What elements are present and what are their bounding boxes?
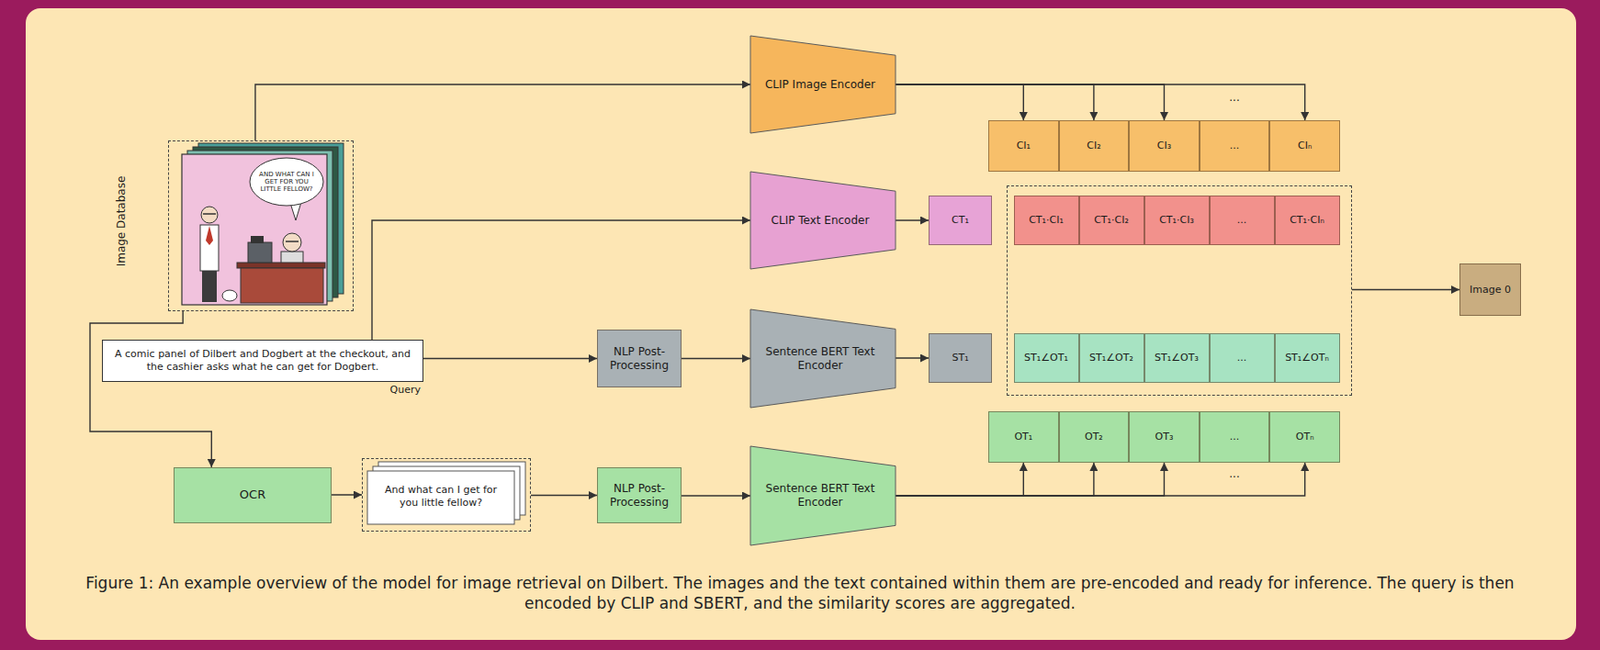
speech-bubble-text: AND WHAT CAN I GET FOR YOU LITTLE FELLOW… [259, 170, 315, 193]
comic-stack [181, 143, 344, 305]
flow-arrow [895, 84, 1306, 121]
embedding-cell: CIₙ [1269, 120, 1341, 172]
flow-arrow [681, 358, 751, 360]
node-text: NLP Post-Processing [597, 482, 681, 510]
node-heading: Query [390, 383, 421, 397]
encoder-trapezoid: CLIP Text Encoder [750, 171, 896, 270]
node-text: CLIP Text Encoder [771, 214, 870, 228]
node-text: Sentence BERT Text Encoder [763, 482, 878, 510]
node-text: CI₁ [1013, 139, 1035, 153]
node-text: CI₂ [1082, 139, 1105, 153]
embedding-cell: CI₂ [1059, 120, 1130, 172]
encoder-trapezoid: CLIP Image Encoder [750, 35, 896, 134]
node-text: ... [1226, 139, 1244, 153]
similarity-cell: CT₁·CIₙ [1274, 195, 1341, 246]
node-text: OT₂ [1081, 430, 1107, 444]
ocr-text-stack: And what can I get for you little fellow… [361, 458, 531, 532]
query-box: A comic panel of Dilbert and Dogbert at … [101, 339, 424, 383]
node-text: OT₃ [1151, 430, 1178, 444]
flow-arrow [895, 462, 1024, 496]
flow-arrow [371, 220, 751, 340]
node-text: A comic panel of Dilbert and Dogbert at … [110, 348, 416, 374]
flow-arrow [423, 358, 598, 360]
flow-arrow [895, 462, 1164, 496]
node-heading: Image Database [114, 176, 129, 268]
node-text: OT₁ [1010, 430, 1037, 444]
similarity-cell: CT₁·CI₂ [1079, 195, 1145, 246]
similarity-cell: ... [1209, 195, 1275, 246]
process-box: OCR [173, 467, 332, 524]
flow-arrow [895, 84, 1164, 121]
similarity-group: CT₁·CI₁ CT₁·CI₂ CT₁·CI₃... CT₁·CIₙST₁∠OT₁ ST… [1006, 185, 1353, 396]
embedding-cell: CI₁ [988, 120, 1060, 172]
figure-caption: Figure 1: An example overview of the mod… [55, 573, 1545, 614]
node-text: ST₁∠OT₃ [1150, 351, 1203, 365]
process-box: NLP Post-Processing [597, 329, 682, 388]
node-text: ... [1226, 430, 1244, 444]
result-box: Image 0 [1459, 263, 1522, 316]
ellipsis-label: ... [1216, 90, 1253, 104]
node-text: CLIP Image Encoder [765, 78, 876, 92]
embedding-cell: OT₁ [988, 411, 1060, 463]
embedding-cell: ... [1199, 120, 1271, 172]
embedding-cell: CT₁ [928, 195, 992, 246]
node-text: ST₁∠OTₙ [1281, 351, 1333, 365]
flow-arrow [895, 84, 1024, 121]
node-text: Image 0 [1465, 283, 1515, 297]
similarity-cell: ST₁∠OTₙ [1274, 333, 1341, 384]
embedding-cell: ... [1199, 411, 1271, 463]
node-text: CT₁·CI₁ [1025, 214, 1068, 227]
image-database-stack: Image Database [168, 140, 354, 312]
node-text: OTₙ [1292, 430, 1319, 444]
node-text: ... [1233, 214, 1251, 227]
ellipsis-label: ... [1216, 467, 1253, 481]
node-text: OCR [236, 487, 270, 503]
panel [25, 8, 1577, 641]
node-text: CT₁·CI₂ [1090, 214, 1133, 227]
node-text: CIₙ [1294, 139, 1316, 153]
flow-arrow [90, 311, 212, 468]
flow-arrow [895, 462, 1306, 496]
node-heading: And what can I get for you little fellow… [367, 470, 515, 524]
flow-arrow [331, 494, 362, 496]
comic-illustration [200, 157, 326, 304]
embedding-cell: CI₃ [1128, 120, 1200, 172]
node-text: CT₁·CI₃ [1155, 214, 1198, 227]
node-text: ST₁∠OT₂ [1085, 351, 1138, 365]
flow-arrow [895, 219, 929, 221]
node-text: NLP Post-Processing [597, 345, 681, 373]
process-box: NLP Post-Processing [597, 467, 682, 524]
node-text: CT₁·CIₙ [1285, 214, 1329, 227]
similarity-cell: ST₁∠OT₃ [1144, 333, 1210, 384]
similarity-cell: CT₁·CI₁ [1014, 195, 1080, 246]
node-text: ... [1233, 351, 1251, 365]
node-text: Sentence BERT Text Encoder [763, 345, 878, 373]
flow-arrow [681, 495, 751, 496]
embedding-cell: OT₃ [1128, 411, 1200, 463]
similarity-cell: ST₁∠OT₂ [1079, 333, 1145, 384]
similarity-cell: ... [1209, 333, 1275, 384]
embedding-cell: OTₙ [1269, 411, 1341, 463]
flow-arrow [895, 84, 1094, 121]
node-text: CT₁ [947, 214, 973, 227]
flow-arrow [895, 462, 1094, 496]
node-text: ST₁ [947, 351, 972, 365]
embedding-cell: OT₂ [1059, 411, 1130, 463]
flow-arrow [895, 357, 929, 359]
node-text: CI₃ [1153, 139, 1175, 153]
flow-arrow [530, 495, 598, 496]
embedding-cell: ST₁ [928, 333, 992, 384]
similarity-cell: ST₁∠OT₁ [1014, 333, 1080, 384]
flow-arrow [255, 84, 751, 141]
encoder-trapezoid: Sentence BERT Text Encoder [750, 446, 896, 546]
similarity-cell: CT₁·CI₃ [1144, 195, 1210, 246]
node-text: ST₁∠OT₁ [1020, 351, 1072, 365]
flow-arrow [1352, 289, 1460, 291]
encoder-trapezoid: Sentence BERT Text Encoder [750, 309, 896, 408]
ocr-card-stack [367, 461, 526, 525]
